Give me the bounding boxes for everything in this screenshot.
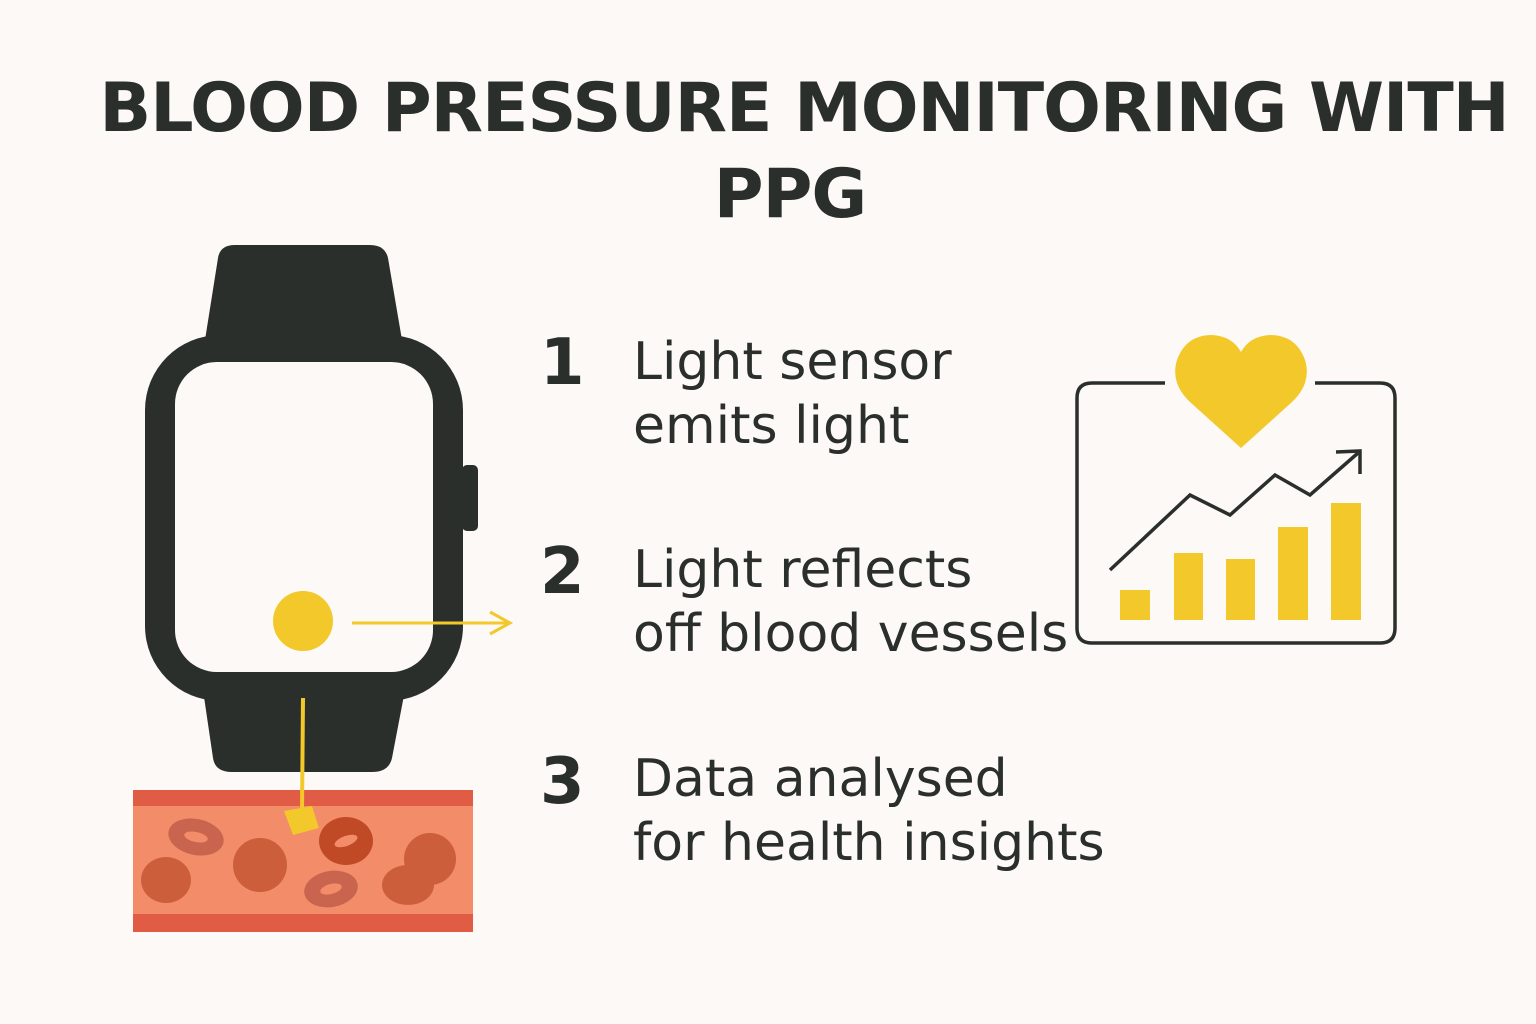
step-3-line-2: for health insights <box>633 813 1105 873</box>
light-beam-down-arrow <box>284 697 319 835</box>
step-1-line-1: Light sensor <box>633 332 952 392</box>
step-2-line-1: Light reflects <box>633 540 973 600</box>
light-right-arrow <box>352 610 514 636</box>
step-1-line-2: emits light <box>633 396 910 456</box>
step-3-number: 3 <box>540 745 585 819</box>
step-3-line-1: Data analysed <box>633 749 1008 809</box>
smartwatch-icon <box>145 245 478 772</box>
step-1-number: 1 <box>540 326 585 400</box>
health-chart-icon <box>1075 335 1397 645</box>
step-3-text: Data analysed for health insights <box>633 747 1105 875</box>
step-2-text: Light reflects off blood vessels <box>633 538 1068 666</box>
step-2-line-2: off blood vessels <box>633 604 1069 664</box>
heart-icon <box>1175 335 1307 448</box>
light-sensor-dot <box>273 591 333 651</box>
step-1-text: Light sensor emits light <box>633 330 952 458</box>
title-line-2: PPG <box>713 155 868 234</box>
title-line-1: BLOOD PRESSURE MONITORING WITH <box>99 69 1509 148</box>
step-2-number: 2 <box>540 535 585 609</box>
